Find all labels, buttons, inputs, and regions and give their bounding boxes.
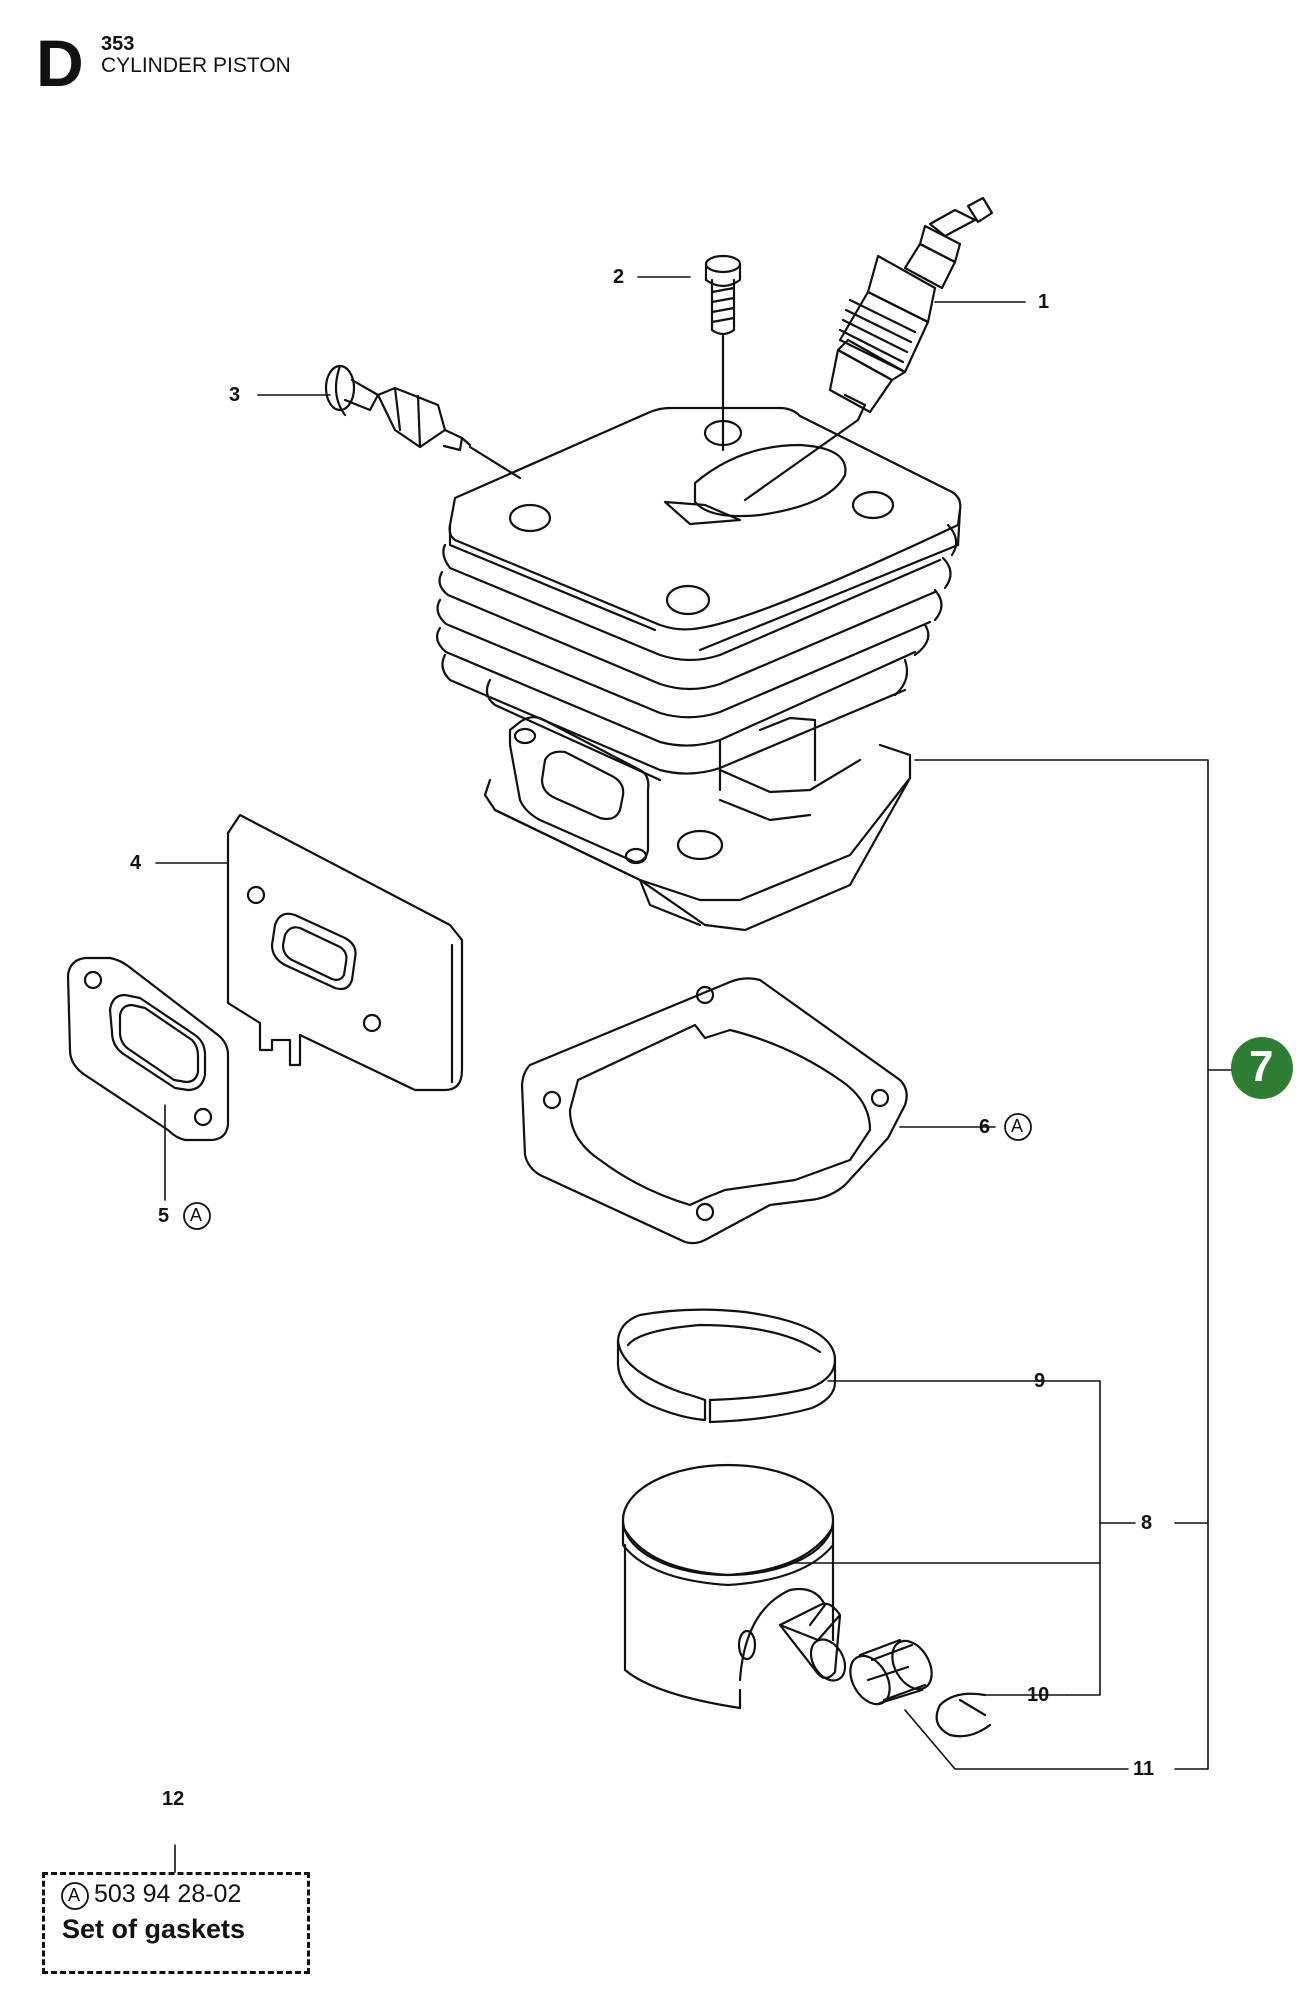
- heat-shield-part: [226, 813, 464, 1092]
- callout-1: 1: [1038, 291, 1050, 313]
- callout-3: 3: [229, 384, 241, 406]
- model-number: 353: [101, 33, 135, 55]
- callout-12: 12: [162, 1788, 185, 1810]
- gasket-set-name: Set of gaskets: [62, 1914, 246, 1944]
- callout-9: 9: [1034, 1370, 1046, 1392]
- section-letter: D: [36, 26, 84, 100]
- kit-marker-5: A: [190, 1205, 203, 1225]
- kit-marker-circle-5: [183, 1202, 211, 1230]
- assembly-badge-label: 7: [1249, 1042, 1274, 1091]
- exhaust-gasket-part: [66, 956, 230, 1142]
- kit-marker-12: A: [68, 1885, 81, 1905]
- spark-plug-part: [743, 196, 994, 502]
- gasket-set-box: [42, 1872, 310, 1974]
- assembly-badge: [1231, 1037, 1293, 1099]
- callout-4: 4: [130, 852, 142, 874]
- cylinder-part: [435, 406, 962, 932]
- leader-lines: [155, 276, 1241, 1873]
- callout-10: 10: [1027, 1684, 1050, 1706]
- section-title: CYLINDER PISTON: [101, 54, 291, 77]
- callout-2: 2: [613, 266, 625, 288]
- piston-ring-part: [616, 1308, 837, 1424]
- gasket-set-part-number: 503 94 28-02: [94, 1880, 242, 1908]
- screw-part: [704, 254, 742, 452]
- callout-11: 11: [1133, 1758, 1155, 1780]
- piston-part: [621, 1463, 992, 1738]
- base-gasket-part: [520, 977, 908, 1245]
- callout-5: 5: [158, 1205, 170, 1227]
- kit-marker-circle-6: [1004, 1113, 1032, 1141]
- callout-6: 6: [979, 1116, 991, 1138]
- kit-marker-6: A: [1011, 1116, 1024, 1136]
- kit-marker-circle-12: [61, 1882, 89, 1910]
- decompression-valve-part: [324, 364, 522, 480]
- callout-8: 8: [1141, 1512, 1153, 1534]
